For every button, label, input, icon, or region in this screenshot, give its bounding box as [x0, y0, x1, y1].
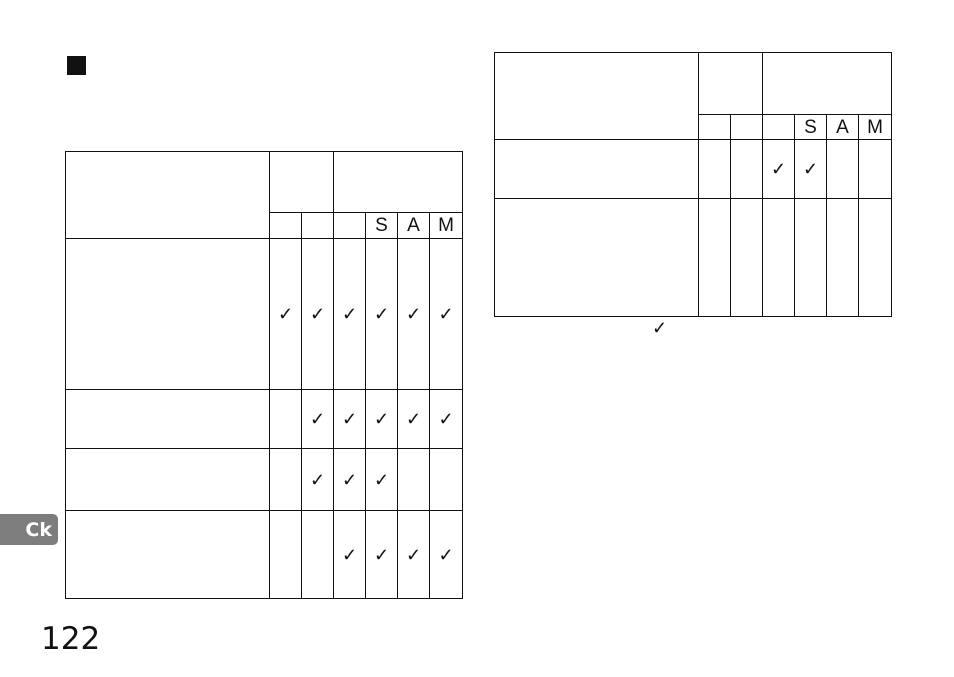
mode-label-a: A	[826, 114, 859, 140]
check-mark: ✓	[794, 139, 827, 199]
table-row: ✓ ✓ ✓ ✓ ✓	[65, 389, 463, 449]
check-mark	[269, 448, 302, 511]
square-bullet-icon	[67, 56, 86, 75]
check-mark: ✓	[397, 510, 430, 599]
check-mark	[826, 198, 859, 317]
check-mark	[698, 139, 731, 199]
group-header-cell-2	[333, 151, 463, 213]
row-label-cell	[494, 139, 699, 199]
settings-table-right: S A M ✓ ✓	[494, 52, 892, 317]
check-mark: ✓	[333, 448, 366, 511]
mode-label-m: M	[429, 212, 463, 239]
check-mark	[397, 448, 430, 511]
language-tab-label: Ck	[25, 518, 52, 541]
mode-label-m: M	[858, 114, 892, 140]
check-mark	[301, 510, 334, 599]
table-row: ✓ ✓ ✓	[65, 448, 463, 511]
check-mark	[826, 139, 859, 199]
check-mark: ✓	[333, 389, 366, 449]
row-label-cell	[65, 238, 270, 390]
check-mark: ✓	[269, 238, 302, 390]
group-header-cell-2	[762, 52, 892, 115]
group-header-cell-1	[269, 151, 334, 213]
check-mark: ✓	[429, 238, 463, 390]
row-label-cell	[65, 510, 270, 599]
mode-header-cell	[333, 212, 366, 239]
check-mark	[730, 198, 763, 317]
language-tab: Ck	[0, 514, 58, 545]
check-mark: ✓	[429, 389, 463, 449]
check-mark	[762, 198, 795, 317]
check-mark: ✓	[301, 238, 334, 390]
table-row: ✓ ✓	[494, 139, 892, 199]
row-label-cell	[494, 198, 699, 317]
table-row: ✓ ✓ ✓ ✓	[65, 510, 463, 599]
check-mark	[730, 139, 763, 199]
check-mark: ✓	[301, 389, 334, 449]
mode-header-cell	[698, 114, 731, 140]
mode-label-a: A	[397, 212, 430, 239]
mode-label-s: S	[365, 212, 398, 239]
check-mark: ✓	[301, 448, 334, 511]
footnote-check-icon: ✓	[652, 318, 668, 338]
table-row: ✓ ✓ ✓ ✓ ✓ ✓	[65, 238, 463, 390]
group-header-cell-1	[698, 52, 763, 115]
check-mark	[858, 139, 892, 199]
row-label-cell	[65, 448, 270, 511]
check-mark	[698, 198, 731, 317]
check-mark: ✓	[397, 238, 430, 390]
check-mark	[269, 510, 302, 599]
table-row	[494, 198, 892, 317]
mode-header-cell	[269, 212, 302, 239]
settings-table-left: S A M ✓ ✓ ✓ ✓ ✓ ✓ ✓ ✓ ✓ ✓ ✓ ✓ ✓ ✓ ✓ ✓ ✓ …	[65, 151, 463, 599]
check-mark: ✓	[333, 510, 366, 599]
check-mark: ✓	[762, 139, 795, 199]
mode-header-cell	[730, 114, 763, 140]
mode-header-cell	[762, 114, 795, 140]
row-label-cell	[65, 389, 270, 449]
page-number: 122	[41, 621, 101, 657]
mode-header-cell	[301, 212, 334, 239]
feature-header-cell	[65, 151, 270, 239]
feature-header-cell	[494, 52, 699, 140]
check-mark: ✓	[365, 389, 398, 449]
check-mark: ✓	[365, 448, 398, 511]
check-mark: ✓	[365, 510, 398, 599]
check-mark: ✓	[333, 238, 366, 390]
check-mark	[794, 198, 827, 317]
check-mark: ✓	[365, 238, 398, 390]
mode-label-s: S	[794, 114, 827, 140]
check-mark: ✓	[397, 389, 430, 449]
check-mark	[858, 198, 892, 317]
check-mark	[269, 389, 302, 449]
check-mark: ✓	[429, 510, 463, 599]
check-mark	[429, 448, 463, 511]
